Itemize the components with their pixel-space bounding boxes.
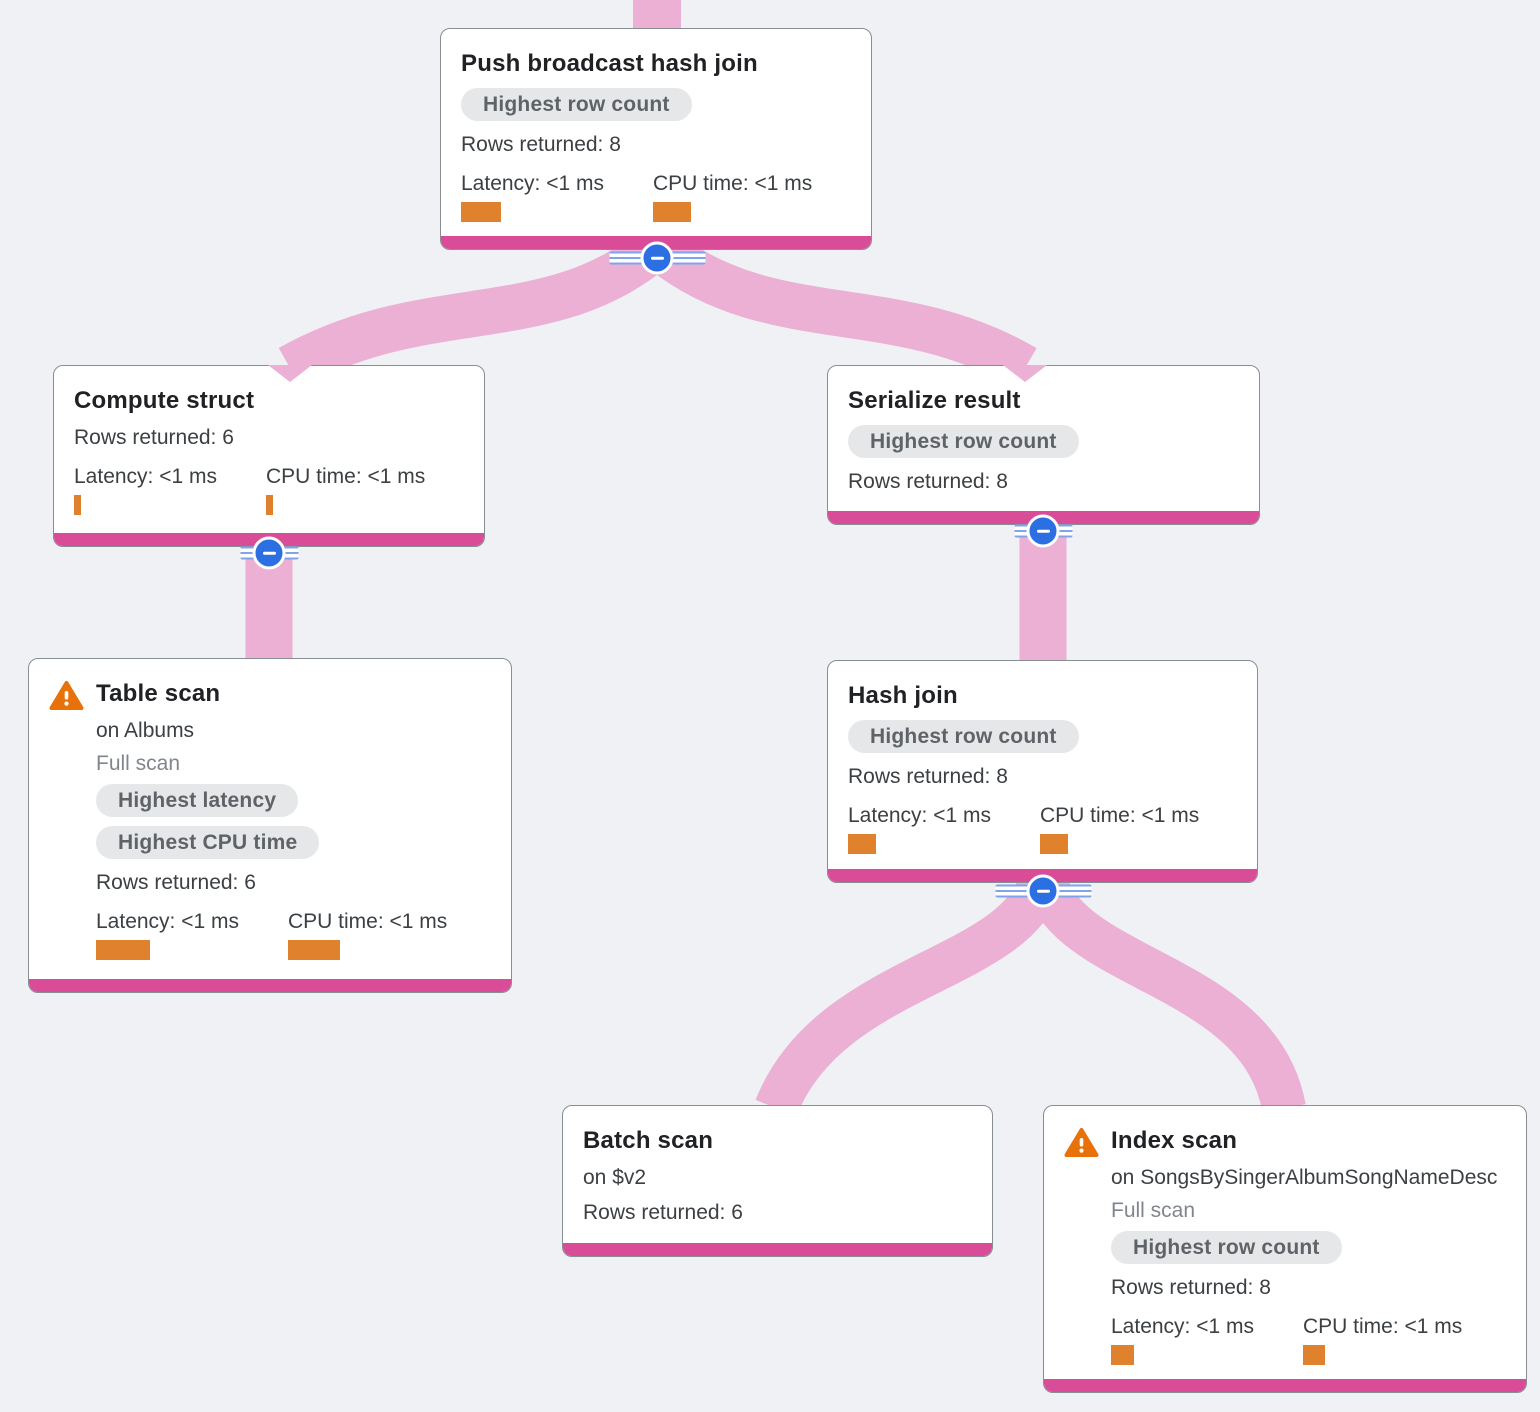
cpu-time-label: CPU time: <1 ms (288, 910, 448, 933)
node-title: Compute struct (74, 387, 255, 414)
plan-node-batch-scan[interactable]: Batch scan on $v2 Rows returned: 6 (562, 1105, 993, 1257)
collapse-connector-push-broadcast-hash-join (609, 241, 705, 275)
badge-highest-row-count: Highest row count (461, 88, 692, 121)
node-title: Table scan (96, 680, 221, 707)
minus-icon (262, 551, 276, 555)
badge-highest-row-count: Highest row count (1111, 1231, 1342, 1264)
rows-returned-label: Rows returned: 8 (461, 133, 621, 156)
plan-node-push-broadcast-hash-join[interactable]: Push broadcast hash join Highest row cou… (440, 28, 872, 250)
metrics-row: Latency: <1 ms CPU time: <1 ms (461, 167, 851, 222)
latency-bar (74, 495, 81, 515)
cpu-time-label: CPU time: <1 ms (266, 465, 426, 488)
node-subtitle: on $v2 (583, 1166, 647, 1189)
latency-label: Latency: <1 ms (461, 172, 604, 195)
plan-node-index-scan[interactable]: Index scan on SongsBySingerAlbumSongName… (1043, 1105, 1527, 1393)
edge-hash-join-to-index-scan (1026, 877, 1306, 1113)
minus-icon (1036, 529, 1050, 533)
latency-bar (461, 202, 501, 222)
node-accent-bar (29, 979, 511, 992)
rows-returned-label: Rows returned: 8 (848, 765, 1008, 788)
collapse-button[interactable] (1026, 874, 1060, 908)
collapse-connector-compute-struct (240, 536, 298, 570)
cpu-time-label: CPU time: <1 ms (1303, 1315, 1463, 1338)
node-title: Index scan (1111, 1127, 1238, 1154)
badge-highest-row-count: Highest row count (848, 425, 1079, 458)
plan-node-hash-join[interactable]: Hash join Highest row count Rows returne… (827, 660, 1258, 883)
badge-highest-row-count: Highest row count (848, 720, 1079, 753)
cpu-time-bar (1040, 834, 1068, 854)
collapse-button[interactable] (252, 536, 286, 570)
cpu-time-bar (288, 940, 340, 960)
warning-icon (1064, 1128, 1099, 1157)
collapse-connector-hash-join (995, 874, 1091, 908)
rows-returned-label: Rows returned: 6 (96, 871, 256, 894)
latency-label: Latency: <1 ms (848, 804, 991, 827)
latency-label: Latency: <1 ms (1111, 1315, 1254, 1338)
plan-node-serialize-result[interactable]: Serialize result Highest row count Rows … (827, 365, 1260, 525)
minus-icon (650, 256, 664, 260)
badge-highest-latency: Highest latency (96, 784, 299, 817)
latency-label: Latency: <1 ms (74, 465, 217, 488)
cpu-time-bar (266, 495, 273, 515)
latency-bar (96, 940, 150, 960)
collapse-button[interactable] (1026, 514, 1060, 548)
collapse-connector-serialize-result (1014, 514, 1072, 548)
metrics-row: Latency: <1 ms CPU time: <1 ms (848, 799, 1237, 854)
edge-push-to-compute-struct (278, 231, 667, 389)
edge-push-to-serialize-result (647, 231, 1037, 388)
metrics-row: Latency: <1 ms CPU time: <1 ms (74, 460, 464, 515)
badge-highest-cpu-time: Highest CPU time (96, 826, 320, 859)
cpu-time-bar (1303, 1345, 1325, 1365)
collapse-button[interactable] (640, 241, 674, 275)
node-accent-bar (1044, 1379, 1526, 1392)
node-title: Batch scan (583, 1127, 714, 1154)
node-title: Hash join (848, 682, 958, 709)
edge-hash-join-to-batch-scan (755, 877, 1060, 1117)
minus-icon (1036, 889, 1050, 893)
cpu-time-label: CPU time: <1 ms (653, 172, 813, 195)
rows-returned-label: Rows returned: 6 (583, 1201, 743, 1224)
node-subtitle: on SongsBySingerAlbumSongNameDesc (1111, 1166, 1498, 1189)
node-accent-bar (563, 1243, 992, 1256)
plan-node-compute-struct[interactable]: Compute struct Rows returned: 6 Latency:… (53, 365, 485, 547)
plan-node-table-scan[interactable]: Table scan on Albums Full scan Highest l… (28, 658, 512, 993)
scan-type-label: Full scan (1111, 1199, 1196, 1222)
rows-returned-label: Rows returned: 8 (848, 470, 1008, 493)
rows-returned-label: Rows returned: 6 (74, 426, 234, 449)
scan-type-label: Full scan (96, 752, 181, 775)
rows-returned-label: Rows returned: 8 (1111, 1276, 1271, 1299)
metrics-row: Latency: <1 ms CPU time: <1 ms (1111, 1310, 1506, 1365)
warning-icon (49, 681, 84, 710)
latency-label: Latency: <1 ms (96, 910, 239, 933)
latency-bar (848, 834, 876, 854)
node-title: Serialize result (848, 387, 1021, 414)
metrics-row: Latency: <1 ms CPU time: <1 ms (96, 905, 491, 960)
latency-bar (1111, 1345, 1134, 1365)
cpu-time-bar (653, 202, 691, 222)
cpu-time-label: CPU time: <1 ms (1040, 804, 1200, 827)
node-subtitle: on Albums (96, 719, 195, 742)
node-title: Push broadcast hash join (461, 50, 758, 77)
